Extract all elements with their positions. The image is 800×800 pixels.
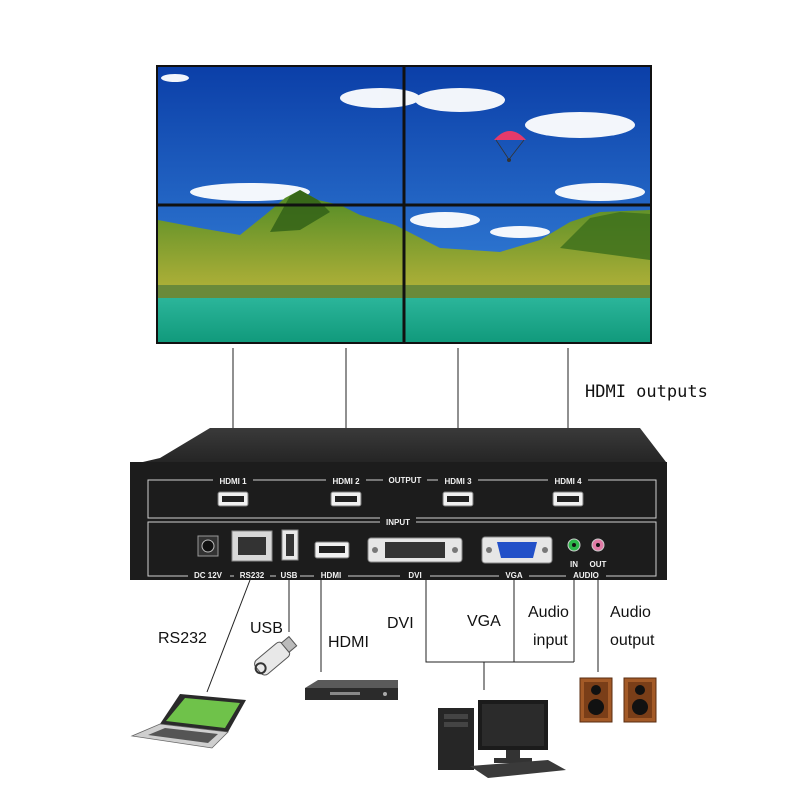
audio-input-label-line1: Audio (528, 604, 569, 621)
vga-label: VGA (505, 571, 523, 580)
laptop-icon (130, 694, 246, 749)
media-player-icon (305, 680, 398, 700)
hdmi-input-label: HDMI (321, 571, 341, 580)
input-ports: IN OUT (197, 529, 607, 569)
speakers-icon (579, 677, 657, 723)
hdmi-output-ports: HDMI 1 HDMI 2 HDMI 3 HDMI 4 (213, 475, 588, 507)
output-section-label: OUTPUT (389, 476, 422, 485)
video-wall-controller: OUTPUT INPUT HDMI 1 HDMI 2 HDMI 3 HDMI 4 (130, 428, 667, 580)
hdmi1-label: HDMI 1 (219, 477, 247, 486)
input-port-labels: DC 12V RS232 USB HDMI DVI VGA AUDIO (188, 569, 606, 580)
desktop-computer-icon (438, 700, 566, 778)
audio-output-label-line2: output (610, 632, 655, 649)
rs232-label: RS232 (240, 571, 265, 580)
hdmi-outputs-caption: HDMI outputs (585, 382, 708, 402)
device-top (130, 428, 666, 465)
input-section-label: INPUT (386, 518, 410, 527)
usb-source-label: USB (250, 620, 283, 637)
rs232-source-label: RS232 (158, 630, 207, 647)
usb-stick-icon (254, 635, 298, 676)
audio-label: AUDIO (573, 571, 599, 580)
hdmi4-label: HDMI 4 (554, 477, 582, 486)
dvi-label: DVI (408, 571, 421, 580)
hdmi2-label: HDMI 2 (332, 477, 360, 486)
vga-source-label: VGA (467, 613, 501, 630)
audio-out-label: OUT (590, 560, 607, 569)
usb-label: USB (281, 571, 298, 580)
dc12v-label: DC 12V (194, 571, 223, 580)
input-cables (206, 579, 599, 693)
audio-in-label: IN (570, 560, 578, 569)
audio-output-label-line1: Audio (610, 604, 651, 621)
parachute-icon (494, 131, 526, 162)
video-wall (156, 65, 652, 344)
hdmi-source-label: HDMI (328, 634, 369, 651)
hdmi3-label: HDMI 3 (444, 477, 472, 486)
dvi-source-label: DVI (387, 615, 414, 632)
audio-input-label-line2: input (533, 632, 568, 649)
